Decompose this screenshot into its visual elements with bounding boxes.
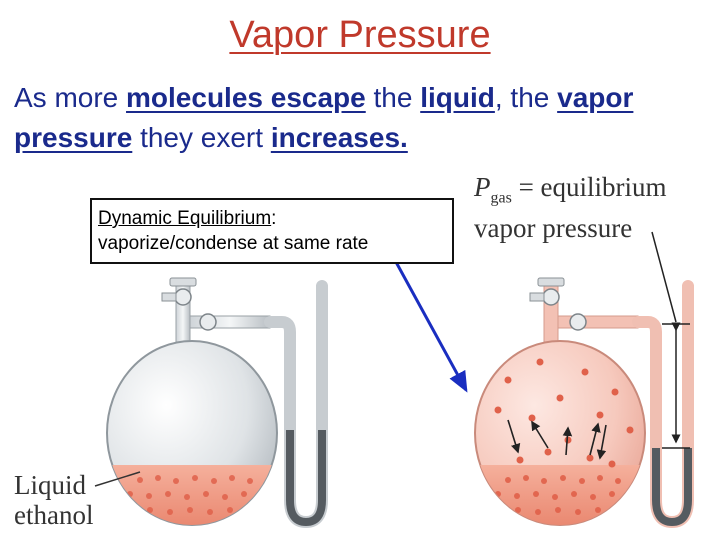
liquid-label-line-1: Liquid [14,470,86,500]
callout-line-2: vaporize/condense at same rate [98,233,369,254]
text-segment: . [400,122,408,153]
liquid-ethanol-label: Liquid ethanol [14,470,93,530]
pgas-line-2: vapor pressure [474,213,633,244]
keyword-vapor-pressure: vapor pressure [14,82,634,153]
pgas-equals-text: = equilibrium [511,172,667,202]
keyword-molecules-escape: molecules escape [126,82,366,113]
flask-liquid-only [94,277,328,529]
pgas-symbol: P [474,172,491,202]
keyword-increases: increases [270,122,401,153]
text-segment: they exert [132,122,271,153]
pgas-subscript: gas [490,189,512,207]
pgas-equilibrium-label: Pgas = equilibrium vapor pressure [474,172,667,243]
slide-title: Vapor Pressure [229,14,491,56]
explanation-text: As more molecules escape the liquid, the… [14,78,714,158]
callout-line-1: Dynamic Equilibrium: [98,206,446,231]
liquid-label-line-2: ethanol [14,500,94,530]
text-segment: the [365,82,421,113]
keyword-liquid: liquid [420,82,495,113]
text-segment: , the [494,82,558,113]
flask-at-equilibrium [474,231,694,529]
dynamic-equilibrium-callout: Dynamic Equilibrium: vaporize/condense a… [90,198,454,264]
callout-term: Dynamic Equilibrium [98,208,272,229]
callout-colon: : [271,208,277,229]
callout-arrow [394,261,468,393]
pgas-line-1: Pgas = equilibrium [474,172,667,213]
text-segment: As more [14,82,127,113]
